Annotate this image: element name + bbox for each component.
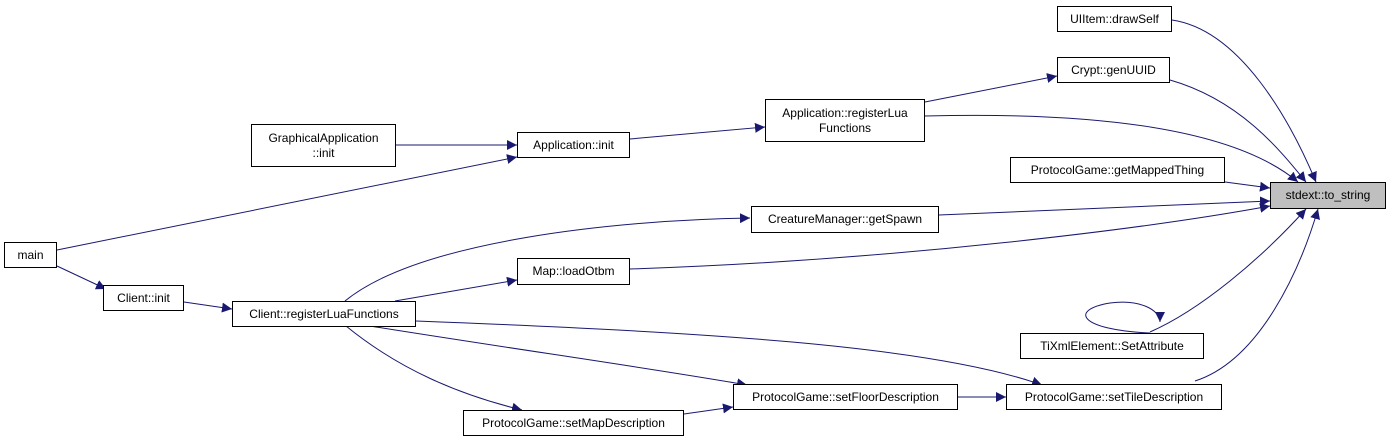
- node-application-registerluafunctions[interactable]: Application::registerLua Functions: [765, 99, 925, 142]
- node-label-line: GraphicalApplication: [268, 130, 379, 145]
- edge-tixml-setattribute-self-loop: [1085, 301, 1165, 334]
- node-label-line: main: [17, 247, 44, 262]
- node-label-line: ProtocolGame::setMapDescription: [482, 415, 665, 430]
- edge-app-registerlua-to-to-string: [924, 114, 1299, 183]
- node-crypt-genuuid[interactable]: Crypt::genUUID: [1057, 57, 1170, 83]
- node-protocolgame-settiledescription[interactable]: ProtocolGame::setTileDescription: [1006, 384, 1222, 410]
- node-label-line: Map::loadOtbm: [532, 264, 615, 278]
- node-label-line: UIItem::drawSelf: [1070, 11, 1159, 26]
- node-protocolgame-setmapdescription[interactable]: ProtocolGame::setMapDescription: [463, 410, 684, 436]
- node-label-line: Application::init: [533, 137, 614, 152]
- node-client-registerluafunctions[interactable]: Client::registerLuaFunctions: [232, 301, 416, 327]
- node-label-line: TiXmlElement::SetAttribute: [1040, 338, 1184, 353]
- node-main[interactable]: main: [4, 242, 57, 268]
- node-label-line: Client::registerLuaFunctions: [249, 306, 399, 321]
- node-label-line: ProtocolGame::setTileDescription: [1024, 389, 1204, 404]
- node-creaturemanager-getspawn[interactable]: CreatureManager::getSpawn: [751, 206, 939, 233]
- edge-app-registerlua-to-crypt-genuuid: [924, 73, 1058, 103]
- node-uiitem-drawself[interactable]: UIItem::drawSelf: [1057, 6, 1172, 32]
- node-label-line: ProtocolGame::getMappedThing: [1030, 162, 1205, 177]
- edge-crypt-genuuid-to-to-string: [1169, 79, 1307, 183]
- node-label-line: Functions: [818, 120, 871, 135]
- node-protocolgame-setfloordescription[interactable]: ProtocolGame::setFloorDescription: [733, 384, 958, 410]
- edge-cm-getspawn-to-to-string: [938, 196, 1271, 216]
- edge-main-to-app-init: [56, 154, 518, 251]
- node-label-line: stdext::to_string: [1285, 188, 1371, 202]
- node-map-loadotbm[interactable]: Map::loadOtbm: [517, 258, 630, 285]
- edge-pg-settiledesc-to-to-string: [1194, 208, 1320, 382]
- edge-main-to-client-init: [56, 265, 107, 290]
- edge-app-init-to-app-registerlua: [629, 122, 766, 140]
- node-graphicalapplication-init[interactable]: GraphicalApplication ::init: [251, 124, 396, 167]
- edge-client-init-to-client-registerlua: [183, 301, 233, 313]
- node-label-line: Application::registerLua: [782, 105, 908, 120]
- node-protocolgame-getmappedthing[interactable]: ProtocolGame::getMappedThing: [1010, 157, 1225, 183]
- node-label-line: ::init: [312, 145, 335, 160]
- edge-pg-setmapdesc-to-pg-setfloordesc: [683, 403, 734, 415]
- node-label-line: Crypt::genUUID: [1071, 62, 1156, 77]
- edge-client-registerlua-to-pg-setmapdesc: [345, 325, 523, 413]
- edge-uiitem-drawself-to-to-string: [1171, 19, 1317, 183]
- node-client-init[interactable]: Client::init: [103, 285, 184, 311]
- edge-client-registerlua-to-pg-settiledesc: [415, 320, 1043, 387]
- edge-client-registerlua-to-map-loadotbm: [394, 276, 518, 302]
- node-label-line: ProtocolGame::setFloorDescription: [752, 389, 939, 404]
- edge-client-registerlua-to-pg-setfloordesc: [369, 325, 748, 389]
- edge-map-loadotbm-to-to-string: [629, 202, 1271, 270]
- edge-pg-getmappedthing-to-to-string: [1224, 181, 1271, 192]
- edge-tixml-setattribute-to-to-string: [1149, 208, 1307, 333]
- edge-client-registerlua-to-cm-getspawn: [344, 213, 751, 302]
- node-tixmlelement-setattribute[interactable]: TiXmlElement::SetAttribute: [1020, 333, 1204, 359]
- node-application-init[interactable]: Application::init: [517, 132, 630, 158]
- node-stdext-to-string[interactable]: stdext::to_string: [1270, 182, 1386, 209]
- node-label-line: CreatureManager::getSpawn: [767, 212, 923, 226]
- node-label-line: Client::init: [117, 290, 170, 305]
